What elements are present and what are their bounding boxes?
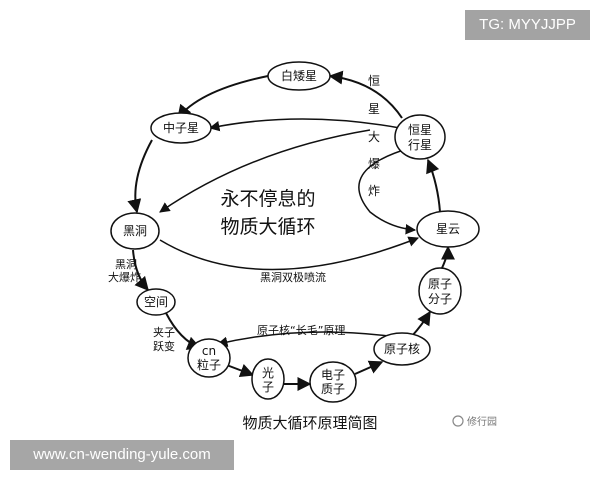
label-photon-line1: 光 <box>262 366 274 380</box>
big-bang-char-3: 大 <box>368 130 380 144</box>
label-star-planet-line2: 行星 <box>408 138 432 152</box>
arrow-neutron-star-to-black-hole <box>127 139 153 214</box>
label-black-hole-bang-line1: 黑洞 <box>115 258 137 271</box>
arrow-star-planet-to-white-dwarf <box>328 70 403 119</box>
label-cn-particle-line1: cn <box>202 344 216 358</box>
watermark-bottom: www.cn-wending-yule.com <box>10 440 234 470</box>
arrow-star-big-bang-to-nebula <box>358 147 417 235</box>
node-electron-proton <box>309 361 357 403</box>
node-neutron-star <box>150 112 212 144</box>
label-photon-line2: 子 <box>262 380 274 394</box>
big-bang-char-2: 星 <box>368 102 380 116</box>
arrow-atom-molecule-to-nebula <box>440 245 455 269</box>
label-atom-molecule-line1: 原子 <box>428 277 452 291</box>
node-cn-particle <box>187 338 231 378</box>
arrow-star-planet-to-neutron-star <box>208 118 401 132</box>
logo: 修行园 <box>452 415 497 428</box>
logo-icon <box>452 415 464 427</box>
label-nucleus-hair: 原子核“长毛”原理 <box>257 323 345 337</box>
node-atomic-nucleus <box>373 332 431 366</box>
arrow-nucleus-hair <box>216 331 389 347</box>
node-white-dwarf <box>267 61 331 91</box>
arrow-neutron-star-to-black-hole-inner <box>159 129 371 213</box>
label-black-hole: 黑洞 <box>123 224 147 238</box>
arrow-white-dwarf-to-neutron-star <box>177 75 269 120</box>
label-atom-molecule-line2: 分子 <box>428 292 452 306</box>
label-cn-particle-line2: 粒子 <box>197 357 221 372</box>
center-title-line1: 永不停息的 <box>220 188 315 210</box>
center-title-line2: 物质大循环 <box>220 216 315 238</box>
label-neutron-star: 中子星 <box>163 120 199 135</box>
node-atom-molecule <box>418 267 462 315</box>
label-quark-transition-line1: 夹子 <box>153 326 175 339</box>
node-photon <box>251 358 285 400</box>
arrow-nebula-to-star-planet <box>426 158 441 213</box>
label-electron-proton-line2: 质子 <box>321 382 345 396</box>
node-space <box>136 288 176 316</box>
node-nebula <box>416 210 480 248</box>
big-bang-char-4: 爆 <box>368 157 380 171</box>
arrow-atomic-nucleus-to-atom-molecule <box>411 310 431 337</box>
big-bang-char-1: 恒 <box>368 74 380 88</box>
label-black-hole-jet: 黑洞双极喷流 <box>260 270 326 284</box>
diagram-caption: 物质大循环原理简图 <box>242 414 377 432</box>
label-quark-transition-line2: 跃变 <box>153 339 175 353</box>
label-atomic-nucleus: 原子核 <box>384 342 420 356</box>
label-space: 空间 <box>144 295 168 309</box>
arrow-electron-proton-to-atomic-nucleus <box>354 360 384 375</box>
arrow-black-hole-jet <box>159 236 419 271</box>
label-nebula: 星云 <box>436 222 460 236</box>
label-white-dwarf: 白矮星 <box>281 68 317 83</box>
label-black-hole-bang-line2: 大爆炸 <box>108 270 141 284</box>
logo-text: 修行园 <box>467 415 497 428</box>
node-star-planet <box>394 114 446 160</box>
arrow-black-hole-to-space <box>132 249 149 292</box>
watermark-top: TG: MYYJJPP <box>465 10 590 40</box>
big-bang-char-5: 炸 <box>368 184 380 198</box>
label-electron-proton-line1: 电子 <box>321 368 345 382</box>
node-black-hole <box>110 212 160 250</box>
label-star-planet-line1: 恒星 <box>408 123 432 137</box>
